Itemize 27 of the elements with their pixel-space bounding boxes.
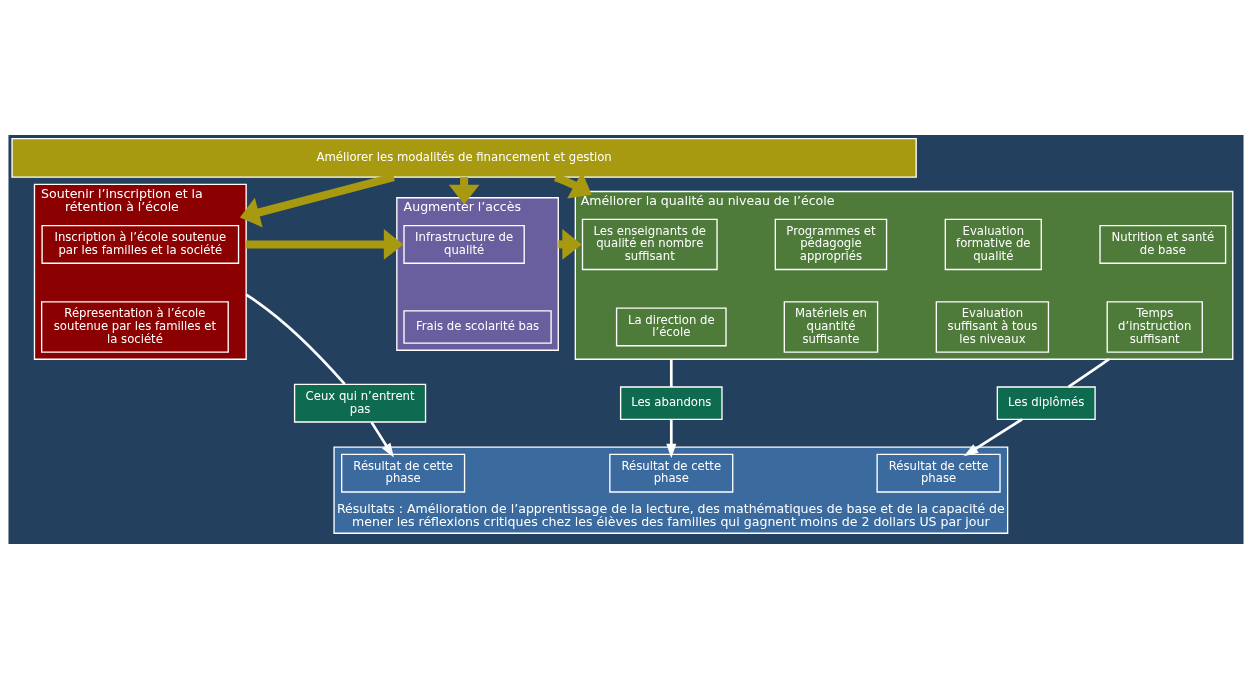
node-box: Nutrition et santé de base xyxy=(1099,224,1227,264)
arrow xyxy=(239,173,395,228)
node-box: Les enseignants de qualité en nombre suffisant xyxy=(581,218,718,271)
connector xyxy=(669,359,673,387)
node-box: Les diplômés xyxy=(996,386,1096,420)
arrow xyxy=(666,419,677,459)
connector xyxy=(1067,358,1110,389)
node-box: Programmes et pédagogie appropriés xyxy=(774,218,888,271)
arrow xyxy=(246,229,404,260)
node-box: Résultat de cette phase xyxy=(609,453,734,493)
node-box: Inscription à l’école soutenue par les familles et la société xyxy=(41,224,240,264)
node-box: Infrastructure de qualité xyxy=(403,224,525,264)
arrow xyxy=(370,421,394,458)
node-box: Résultat de cette phase xyxy=(876,453,1001,493)
node-box: Améliorer les modalités de financement et gestion xyxy=(11,137,917,178)
arrow xyxy=(963,418,1023,457)
connector xyxy=(245,293,346,386)
node-box: La direction de l’école xyxy=(615,307,727,347)
node-box: Frais de scolarité bas xyxy=(403,310,552,344)
node-box: Matériels en quantité suffisante xyxy=(783,301,879,353)
node-box: Evaluation formative de qualité xyxy=(944,218,1042,271)
node-box: Evaluation suffisant à tous les niveaux xyxy=(935,301,1050,353)
node-box: Résultat de cette phase xyxy=(341,453,466,493)
node-box: Ceux qui n’entrent pas xyxy=(293,383,427,423)
node-box: Temps d’instruction suffisant xyxy=(1106,301,1203,353)
node-box: Répresentation à l’école soutenue par les familles et la société xyxy=(40,301,229,353)
node-box: Les abandons xyxy=(619,386,723,420)
